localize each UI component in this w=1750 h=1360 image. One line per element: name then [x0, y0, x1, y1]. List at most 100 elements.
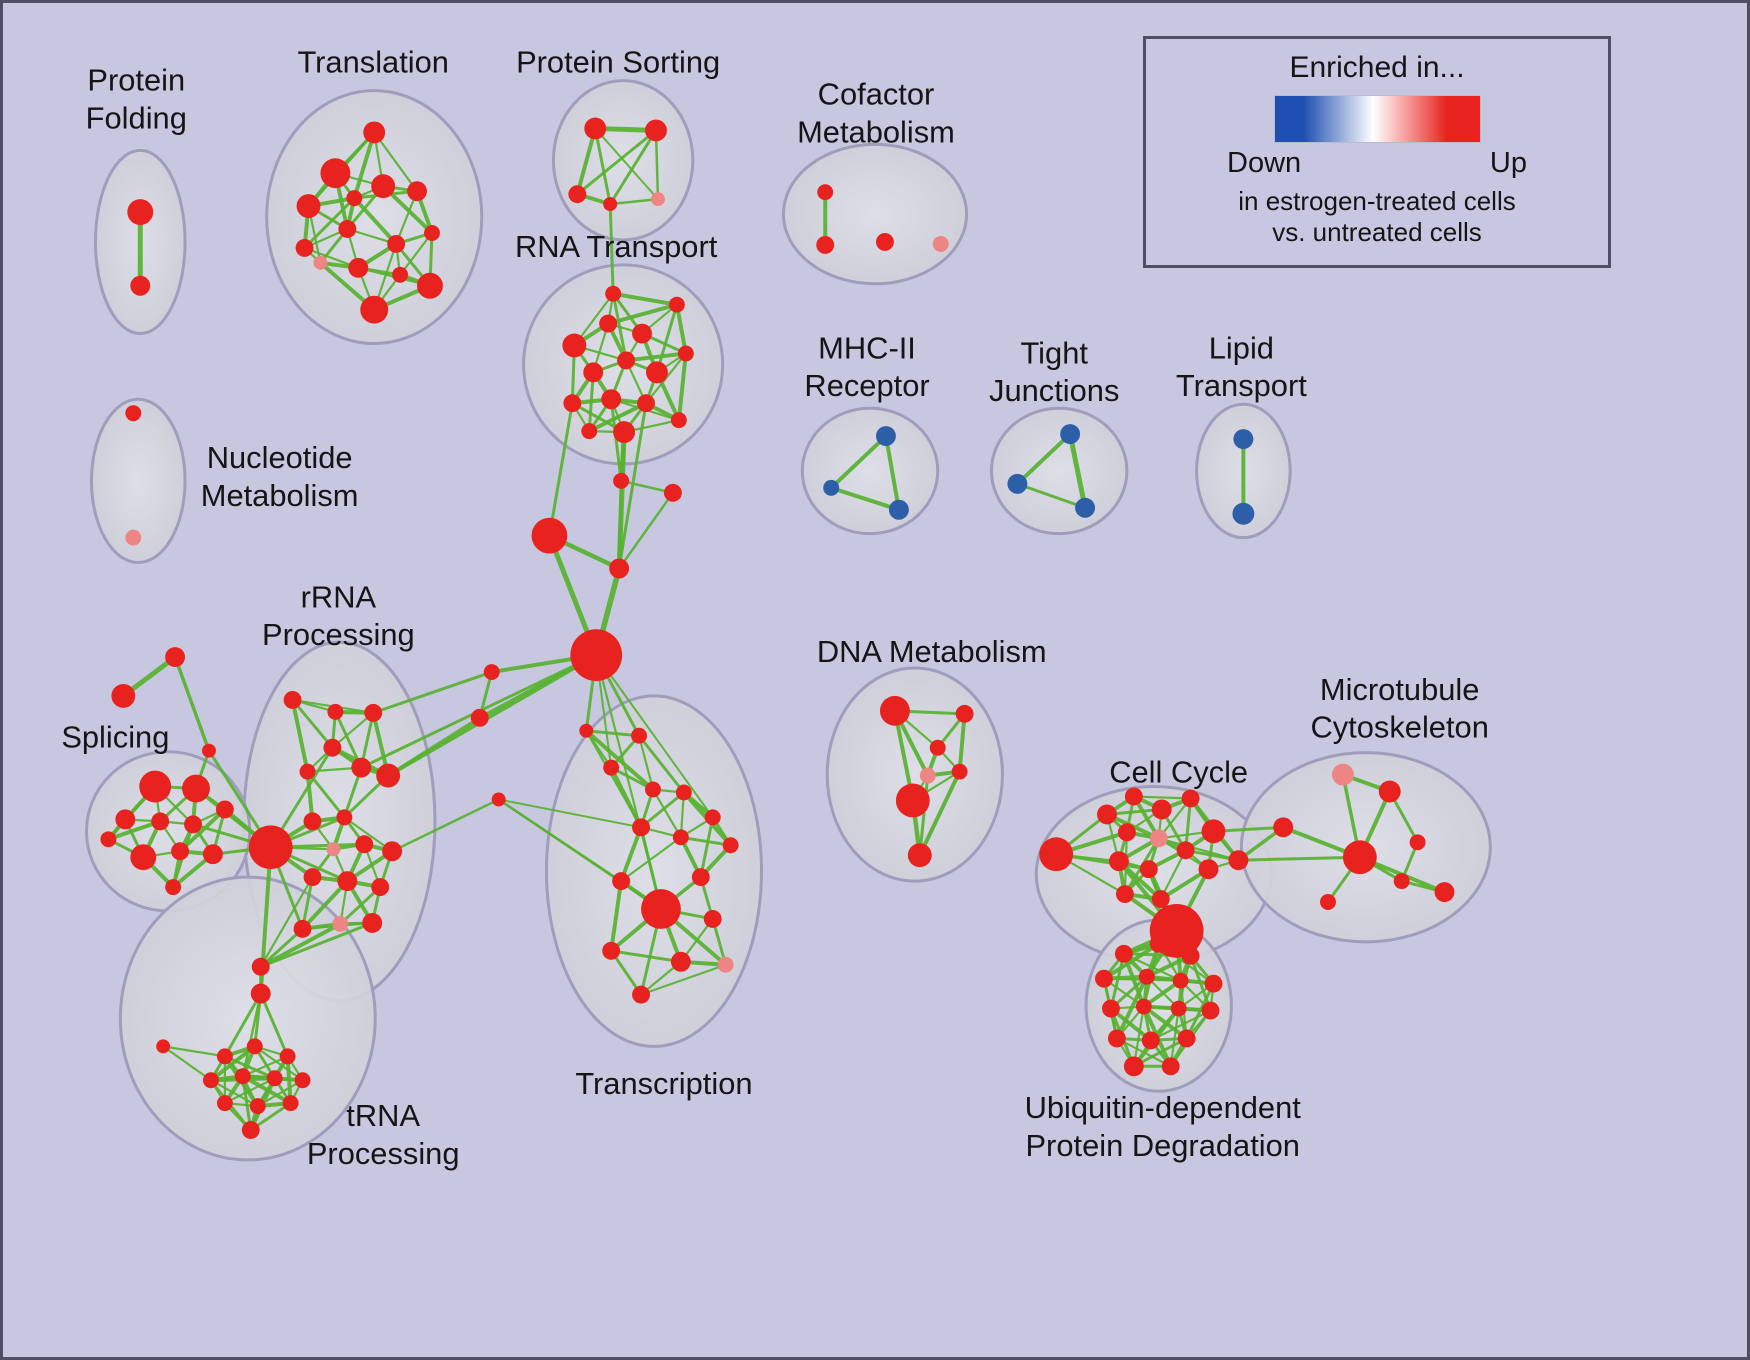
network-node-ub13[interactable]	[1141, 1031, 1160, 1050]
network-node-sp2[interactable]	[182, 774, 210, 803]
network-node-sp1[interactable]	[139, 770, 172, 803]
network-node-ub7[interactable]	[1204, 974, 1223, 993]
network-node-mt5[interactable]	[1409, 834, 1426, 851]
network-node-dm7[interactable]	[907, 843, 932, 868]
network-node-tx1[interactable]	[579, 723, 594, 738]
network-node-tr9[interactable]	[348, 257, 369, 278]
network-node-rt2[interactable]	[562, 333, 587, 358]
network-node-cc2[interactable]	[1097, 804, 1117, 825]
network-node-rt7[interactable]	[617, 351, 636, 370]
network-node-rt12[interactable]	[637, 394, 655, 413]
network-node-tr14[interactable]	[346, 190, 363, 207]
network-node-br6[interactable]	[470, 708, 489, 727]
network-node-tn_hub[interactable]	[250, 983, 271, 1004]
network-node-tx6[interactable]	[632, 818, 650, 837]
network-node-ps1[interactable]	[584, 117, 607, 140]
network-node-mt4[interactable]	[1342, 840, 1377, 875]
network-node-cf4[interactable]	[932, 235, 949, 252]
network-node-rr8[interactable]	[248, 825, 293, 870]
network-node-cc14[interactable]	[1151, 890, 1170, 908]
network-node-dm3[interactable]	[929, 739, 946, 756]
network-node-rt9[interactable]	[677, 345, 694, 362]
network-node-cc11[interactable]	[1139, 860, 1158, 879]
network-node-tx13[interactable]	[703, 909, 722, 928]
network-node-fa3[interactable]	[201, 743, 216, 758]
network-node-sp4[interactable]	[151, 812, 170, 831]
network-node-ps5[interactable]	[650, 192, 665, 207]
network-node-tr1[interactable]	[363, 121, 386, 144]
network-node-rr1[interactable]	[283, 690, 302, 709]
network-node-cc3[interactable]	[1124, 787, 1143, 806]
network-node-br1[interactable]	[613, 472, 630, 489]
network-node-br2[interactable]	[663, 483, 682, 502]
network-node-dm1[interactable]	[879, 695, 910, 726]
network-node-nm1[interactable]	[125, 405, 142, 422]
network-node-tr4[interactable]	[371, 174, 396, 199]
network-node-tx3[interactable]	[603, 759, 620, 776]
network-node-cc12[interactable]	[1198, 859, 1219, 880]
network-node-rr3[interactable]	[364, 703, 383, 722]
network-node-cc7[interactable]	[1117, 823, 1136, 842]
network-node-tnc10[interactable]	[282, 1095, 299, 1112]
network-node-mhc3[interactable]	[888, 499, 909, 520]
network-node-fa1[interactable]	[165, 647, 186, 668]
network-node-tx10[interactable]	[612, 872, 631, 891]
network-node-tnc2[interactable]	[246, 1038, 263, 1055]
network-node-hub2[interactable]	[570, 629, 623, 681]
network-node-ub9[interactable]	[1135, 998, 1152, 1015]
network-node-dm5[interactable]	[951, 763, 968, 780]
network-node-tr5[interactable]	[407, 181, 427, 202]
network-node-tx14[interactable]	[602, 941, 621, 960]
network-node-rr5[interactable]	[299, 763, 316, 780]
network-node-br3[interactable]	[531, 517, 568, 554]
network-node-tx7[interactable]	[672, 829, 689, 846]
network-node-rt13[interactable]	[613, 421, 636, 444]
network-node-ub8[interactable]	[1101, 999, 1120, 1018]
network-node-tr12[interactable]	[417, 272, 443, 299]
network-node-tr8[interactable]	[313, 255, 328, 270]
network-node-rr17[interactable]	[332, 915, 349, 932]
network-node-cc13[interactable]	[1115, 885, 1134, 904]
network-node-tnc5[interactable]	[234, 1068, 251, 1085]
network-node-tnc6[interactable]	[266, 1070, 283, 1087]
network-node-tj3[interactable]	[1075, 497, 1096, 518]
network-node-tx15[interactable]	[670, 951, 691, 972]
network-node-tnc7[interactable]	[294, 1072, 311, 1089]
network-node-cc1[interactable]	[1039, 837, 1074, 872]
network-node-ub11[interactable]	[1201, 1001, 1220, 1020]
network-node-sp5[interactable]	[184, 815, 202, 834]
network-node-tr2[interactable]	[320, 158, 351, 189]
network-node-pf2[interactable]	[130, 275, 151, 296]
network-node-br5[interactable]	[483, 664, 500, 680]
network-node-dm4[interactable]	[919, 767, 936, 784]
network-node-ub14[interactable]	[1177, 1029, 1196, 1048]
network-node-rr20[interactable]	[251, 957, 270, 976]
network-node-rr2[interactable]	[327, 703, 344, 720]
network-node-cf1[interactable]	[817, 184, 834, 201]
network-node-rt8[interactable]	[646, 361, 668, 384]
network-node-dm6[interactable]	[895, 783, 930, 818]
network-node-sp8[interactable]	[171, 842, 190, 861]
network-node-tx11[interactable]	[691, 868, 710, 887]
network-node-tx17[interactable]	[632, 985, 650, 1004]
network-node-tx12[interactable]	[722, 837, 739, 854]
network-node-mhc1[interactable]	[875, 426, 896, 447]
network-node-ub4[interactable]	[1095, 969, 1113, 988]
network-node-sp10[interactable]	[100, 831, 117, 848]
network-node-tx5[interactable]	[675, 784, 692, 801]
network-node-cf2[interactable]	[816, 235, 835, 254]
network-node-rt15[interactable]	[670, 412, 687, 429]
network-node-sp9[interactable]	[202, 844, 223, 865]
network-node-rt5[interactable]	[668, 296, 685, 313]
network-node-tr6[interactable]	[338, 220, 357, 238]
network-node-tr13[interactable]	[360, 295, 389, 324]
network-node-rr18[interactable]	[293, 919, 312, 938]
network-node-ub12[interactable]	[1107, 1029, 1126, 1048]
network-node-cc4[interactable]	[1151, 799, 1172, 820]
network-node-rr14[interactable]	[303, 868, 322, 887]
network-node-ub15[interactable]	[1123, 1056, 1144, 1077]
network-node-tx4[interactable]	[645, 781, 661, 798]
network-node-ps4[interactable]	[603, 197, 618, 212]
network-node-lt1[interactable]	[1233, 429, 1254, 450]
network-node-mhc2[interactable]	[823, 479, 840, 496]
